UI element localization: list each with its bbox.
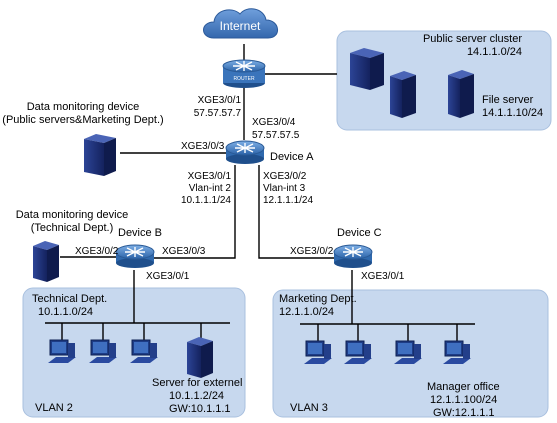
device-a-up-port: XGE3/0/4 [252, 117, 296, 128]
mkt-zone-subnet: 12.1.1.0/24 [279, 306, 334, 318]
device-b-a-port: XGE3/0/3 [162, 246, 206, 257]
tech-pc-icon [48, 339, 76, 363]
file-server-icon [448, 70, 474, 118]
device-a-b-ip: 10.1.1.1/24 [181, 195, 231, 206]
cluster-title: Public server cluster [423, 33, 522, 45]
device-a-label: Device A [270, 151, 314, 163]
internet-cloud-icon: Internet [203, 8, 278, 39]
device-a-c-port: XGE3/0/2 [263, 171, 307, 182]
external-server-ip: 10.1.1.2/24 [169, 390, 224, 402]
mkt-zone-title: Marketing Dept. [279, 293, 357, 305]
mkt-pc-icon [344, 340, 372, 364]
device-b-label: Device B [118, 227, 162, 239]
internet-label: Internet [220, 19, 261, 33]
router-icon: ROUTER [222, 59, 266, 88]
device-a-b-vlan: Vlan-int 2 [189, 183, 232, 194]
file-server-ip: 14.1.1.10/24 [482, 107, 543, 119]
monitor-public-server-icon [84, 134, 116, 176]
router-badge: ROUTER [233, 76, 255, 82]
port-labels: XGE3/0/1 57.57.57.7 XGE3/0/4 57.57.57.5 … [75, 95, 405, 282]
tech-pc-icon [89, 339, 117, 363]
router-down-ip: 57.57.57.7 [194, 108, 242, 119]
cluster-server-icon [350, 48, 384, 90]
device-b-switch-icon [115, 244, 155, 268]
monitor-public-line1: Data monitoring device [27, 101, 140, 113]
link-device-a-device-b [148, 165, 236, 259]
device-c-label: Device C [337, 227, 382, 239]
device-a-switch-icon [225, 140, 265, 164]
external-server-label: Server for externel [152, 377, 242, 389]
monitor-tech-line1: Data monitoring device [16, 209, 129, 221]
router-down-port: XGE3/0/1 [198, 95, 242, 106]
connection-lines [45, 44, 475, 341]
manager-office-gw: GW:12.1.1.1 [433, 407, 495, 419]
mkt-pc-icon [394, 340, 422, 364]
device-c-down-port: XGE3/0/1 [361, 271, 405, 282]
tech-pc-icon [130, 339, 158, 363]
device-a-monitor-port: XGE3/0/3 [181, 141, 225, 152]
tech-zone-title: Technical Dept. [32, 293, 107, 305]
mkt-vlan-label: VLAN 3 [290, 402, 328, 414]
device-b-monitor-port: XGE3/0/2 [75, 246, 119, 257]
device-c-switch-icon [333, 244, 373, 268]
manager-pc-icon [443, 340, 471, 364]
device-a-b-port: XGE3/0/1 [188, 171, 232, 182]
link-device-a-device-c [258, 165, 338, 259]
device-a-up-ip: 57.57.57.5 [252, 130, 300, 141]
device-c-a-port: XGE3/0/2 [290, 246, 334, 257]
manager-office-ip: 12.1.1.100/24 [430, 394, 497, 406]
monitor-tech-server-icon [33, 241, 59, 282]
monitor-public-line2: (Public servers&Marketing Dept.) [2, 114, 163, 126]
tech-zone-subnet: 10.1.1.0/24 [38, 306, 93, 318]
external-server-icon [187, 337, 213, 378]
device-b-down-port: XGE3/0/1 [146, 271, 190, 282]
monitor-tech-line2: (Technical Dept.) [31, 222, 114, 234]
cluster-subnet: 14.1.1.0/24 [467, 46, 522, 58]
file-server-label: File server [482, 94, 534, 106]
cluster-server-icon [390, 71, 416, 118]
mkt-pc-icon [304, 340, 332, 364]
device-a-c-vlan: Vlan-int 3 [263, 183, 306, 194]
device-a-c-ip: 12.1.1.1/24 [263, 195, 313, 206]
tech-vlan-label: VLAN 2 [35, 402, 73, 414]
manager-office-label: Manager office [427, 381, 500, 393]
external-server-gw: GW:10.1.1.1 [169, 403, 231, 415]
